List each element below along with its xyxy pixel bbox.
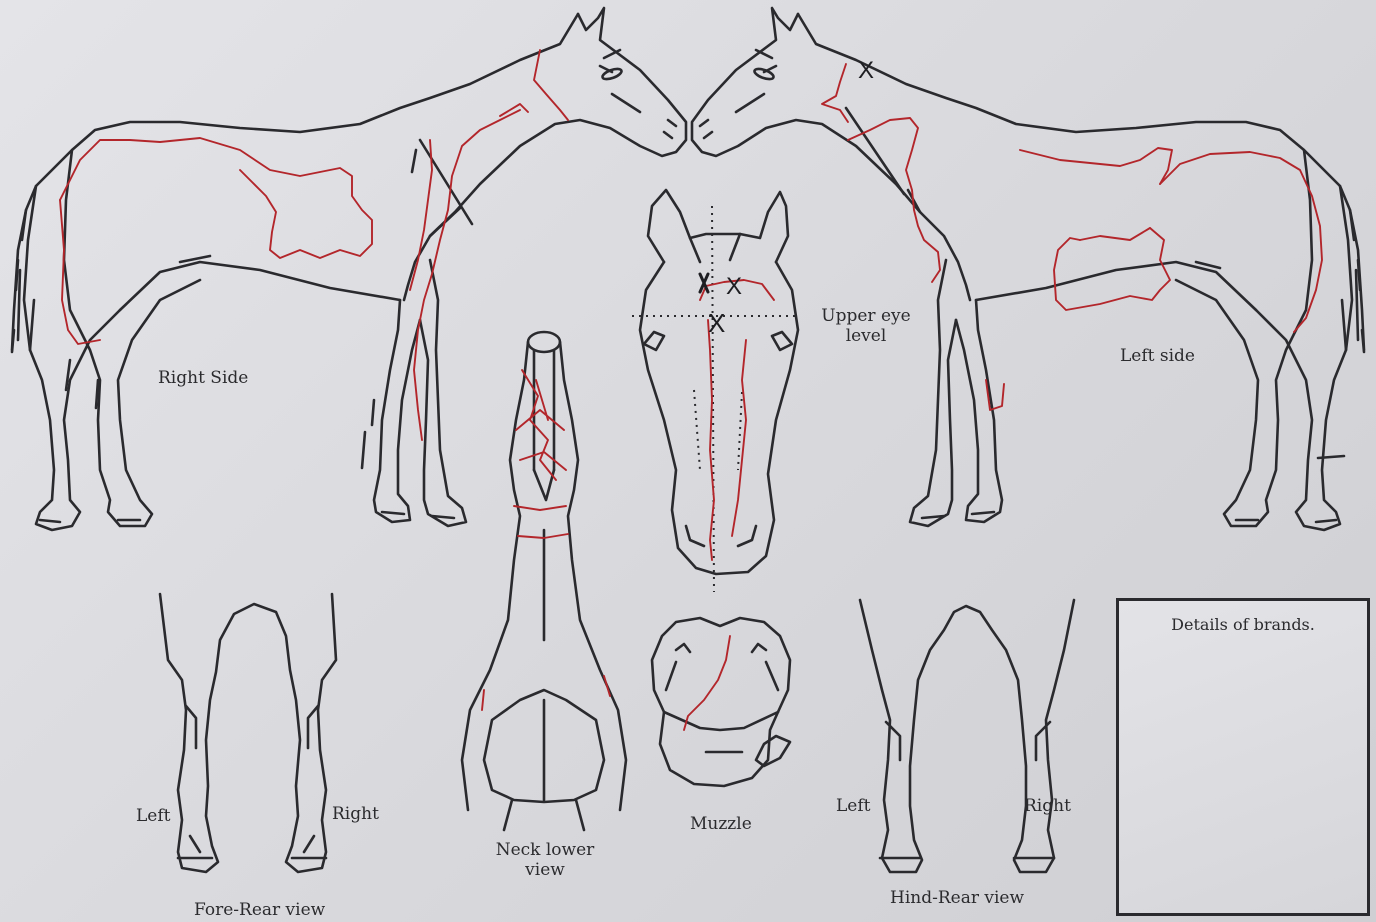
muzzle-view [652,618,790,786]
fore-rear-legs [160,594,336,872]
fore-right-label: Right [332,804,379,824]
face-center-x-mark: X [708,308,725,338]
left-side-horse: X [692,8,1364,530]
brands-details-title: Details of brands. [1119,615,1367,634]
right-side-label: Right Side [158,368,248,388]
right-side-horse [12,8,686,530]
face-front-view: X X [632,190,798,592]
upper-eye-level-label: Upper eye level [814,306,918,346]
brands-details-box[interactable]: Details of brands. [1116,598,1370,916]
left-side-head-x-mark: X [858,57,874,84]
face-right-x-mark: X [726,273,742,300]
fore-rear-view-label: Fore-Rear view [194,900,325,920]
neck-lower-view [462,332,626,830]
neck-lower-view-label: Neck lower view [490,840,600,880]
hind-right-label: Right [1024,796,1071,816]
fore-left-label: Left [136,806,170,826]
hind-left-label: Left [836,796,870,816]
hind-rear-view-label: Hind-Rear view [890,888,1024,908]
muzzle-label: Muzzle [690,814,752,834]
hind-rear-legs [860,600,1074,872]
left-side-label: Left side [1120,346,1195,366]
